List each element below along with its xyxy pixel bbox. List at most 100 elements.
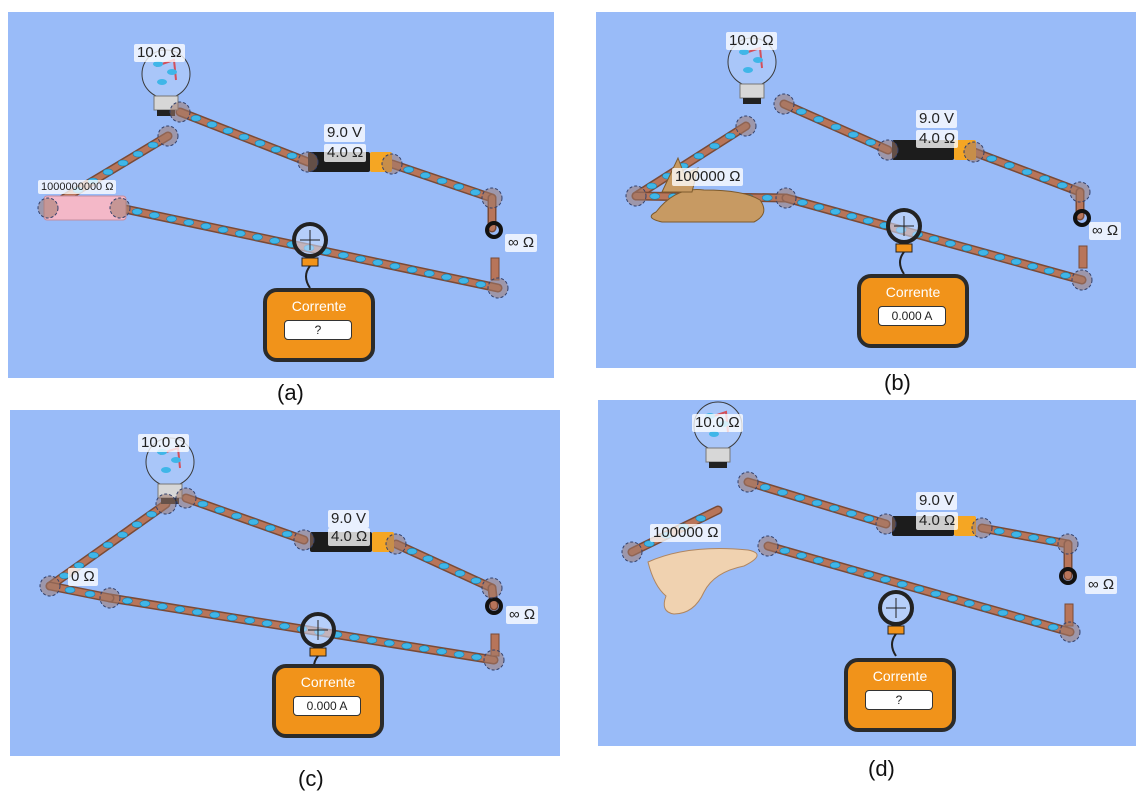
battery-voltage-label: 9.0 V bbox=[324, 124, 366, 142]
electron bbox=[779, 547, 791, 555]
ammeter-reading: 0.000 A bbox=[878, 306, 946, 326]
electron bbox=[286, 152, 298, 160]
junction-node bbox=[737, 471, 759, 493]
electron bbox=[88, 551, 99, 559]
electron bbox=[200, 222, 212, 230]
electron bbox=[401, 642, 413, 650]
ammeter[interactable]: Corrente 0.000 A bbox=[857, 274, 969, 348]
electron bbox=[813, 557, 824, 564]
electron bbox=[131, 521, 143, 528]
electron bbox=[743, 67, 753, 73]
junction-node bbox=[109, 197, 131, 219]
switch-pivot bbox=[485, 221, 503, 239]
switch-resistance-label: ∞ Ω bbox=[1089, 222, 1122, 240]
junction-node bbox=[735, 115, 757, 137]
electron bbox=[131, 208, 143, 215]
switch-contact bbox=[1078, 245, 1088, 269]
caption-b: (b) bbox=[884, 370, 911, 395]
junction-node bbox=[39, 575, 61, 597]
electron bbox=[830, 123, 842, 131]
electron bbox=[372, 259, 384, 266]
electron bbox=[423, 270, 435, 277]
ammeter[interactable]: Corrente 0.000 A bbox=[272, 664, 384, 738]
circuit-canvas-c bbox=[39, 437, 505, 679]
electron bbox=[1014, 614, 1025, 621]
electron bbox=[139, 600, 151, 607]
junction-node bbox=[169, 101, 191, 123]
electron bbox=[993, 527, 1005, 535]
electron bbox=[197, 500, 209, 508]
electron bbox=[153, 61, 163, 67]
electron bbox=[226, 614, 238, 622]
ammeter-reading: 0.000 A bbox=[293, 696, 361, 716]
bulb-base bbox=[739, 83, 765, 99]
junction-node bbox=[293, 529, 315, 551]
ammeter[interactable]: Corrente ? bbox=[263, 288, 375, 362]
electron bbox=[1039, 175, 1050, 182]
electron bbox=[753, 57, 763, 63]
junction-node bbox=[481, 187, 503, 209]
electron bbox=[206, 121, 218, 128]
bulb-resistance-label: 10.0 Ω bbox=[138, 434, 189, 452]
electron bbox=[945, 240, 956, 247]
electron bbox=[64, 586, 76, 594]
electron bbox=[234, 230, 246, 237]
electron bbox=[281, 530, 293, 538]
electron bbox=[830, 208, 841, 215]
electron bbox=[190, 114, 202, 122]
electron bbox=[102, 541, 114, 549]
electron bbox=[254, 139, 266, 147]
electron bbox=[1045, 537, 1057, 545]
electron bbox=[149, 211, 160, 219]
battery-voltage-label: 9.0 V bbox=[916, 110, 958, 128]
electron bbox=[166, 215, 177, 223]
junction-node bbox=[297, 151, 319, 173]
electron bbox=[846, 566, 858, 574]
battery-resistance-label: 4.0 Ω bbox=[324, 144, 367, 162]
electron bbox=[695, 515, 707, 522]
electron bbox=[147, 141, 159, 149]
junction-node bbox=[757, 535, 779, 557]
electron bbox=[813, 203, 825, 211]
probe-tip bbox=[887, 625, 905, 635]
battery-resistance-label: 4.0 Ω bbox=[328, 528, 371, 546]
ammeter[interactable]: Corrente ? bbox=[844, 658, 956, 732]
electron bbox=[865, 139, 876, 146]
electron bbox=[406, 266, 418, 274]
junction-node bbox=[37, 197, 59, 219]
electron bbox=[796, 108, 807, 115]
circuit-panel-d: 10.0 Ω 9.0 V 4.0 Ω 100000 Ω ∞ Ω Corrente… bbox=[598, 400, 1136, 746]
electron bbox=[453, 183, 464, 190]
battery-voltage-label: 9.0 V bbox=[328, 510, 370, 528]
bulb-resistance-label: 10.0 Ω bbox=[692, 414, 743, 432]
ammeter-title: Corrente bbox=[291, 298, 347, 314]
electron bbox=[167, 69, 177, 75]
electron bbox=[796, 552, 807, 559]
electron bbox=[811, 499, 823, 507]
electron bbox=[146, 510, 157, 518]
electron bbox=[436, 177, 448, 185]
electron bbox=[366, 636, 378, 644]
electron bbox=[978, 249, 989, 256]
circuit-panel-a: 10.0 Ω 9.0 V 4.0 Ω 1000000000 Ω ∞ Ω Corr… bbox=[8, 12, 554, 378]
battery-resistance-label: 4.0 Ω bbox=[916, 512, 959, 530]
resistor-label: 1000000000 Ω bbox=[38, 180, 117, 194]
electron bbox=[217, 226, 229, 234]
junction-node bbox=[877, 139, 899, 161]
electron bbox=[880, 576, 891, 583]
electron bbox=[458, 277, 469, 285]
junction-node bbox=[385, 533, 407, 555]
bulb-resistance-label: 10.0 Ω bbox=[726, 32, 777, 50]
electron bbox=[1057, 182, 1068, 189]
electron bbox=[132, 150, 144, 158]
bulb-base bbox=[705, 447, 731, 463]
caption-a: (a) bbox=[277, 380, 304, 405]
junction-node bbox=[971, 517, 993, 539]
electron bbox=[980, 604, 992, 612]
electron bbox=[157, 79, 167, 85]
electron bbox=[777, 489, 788, 496]
electron bbox=[171, 457, 181, 463]
ammeter-title: Corrente bbox=[872, 668, 928, 684]
junction-node bbox=[875, 513, 897, 535]
switch-resistance-label: ∞ Ω bbox=[505, 234, 538, 252]
